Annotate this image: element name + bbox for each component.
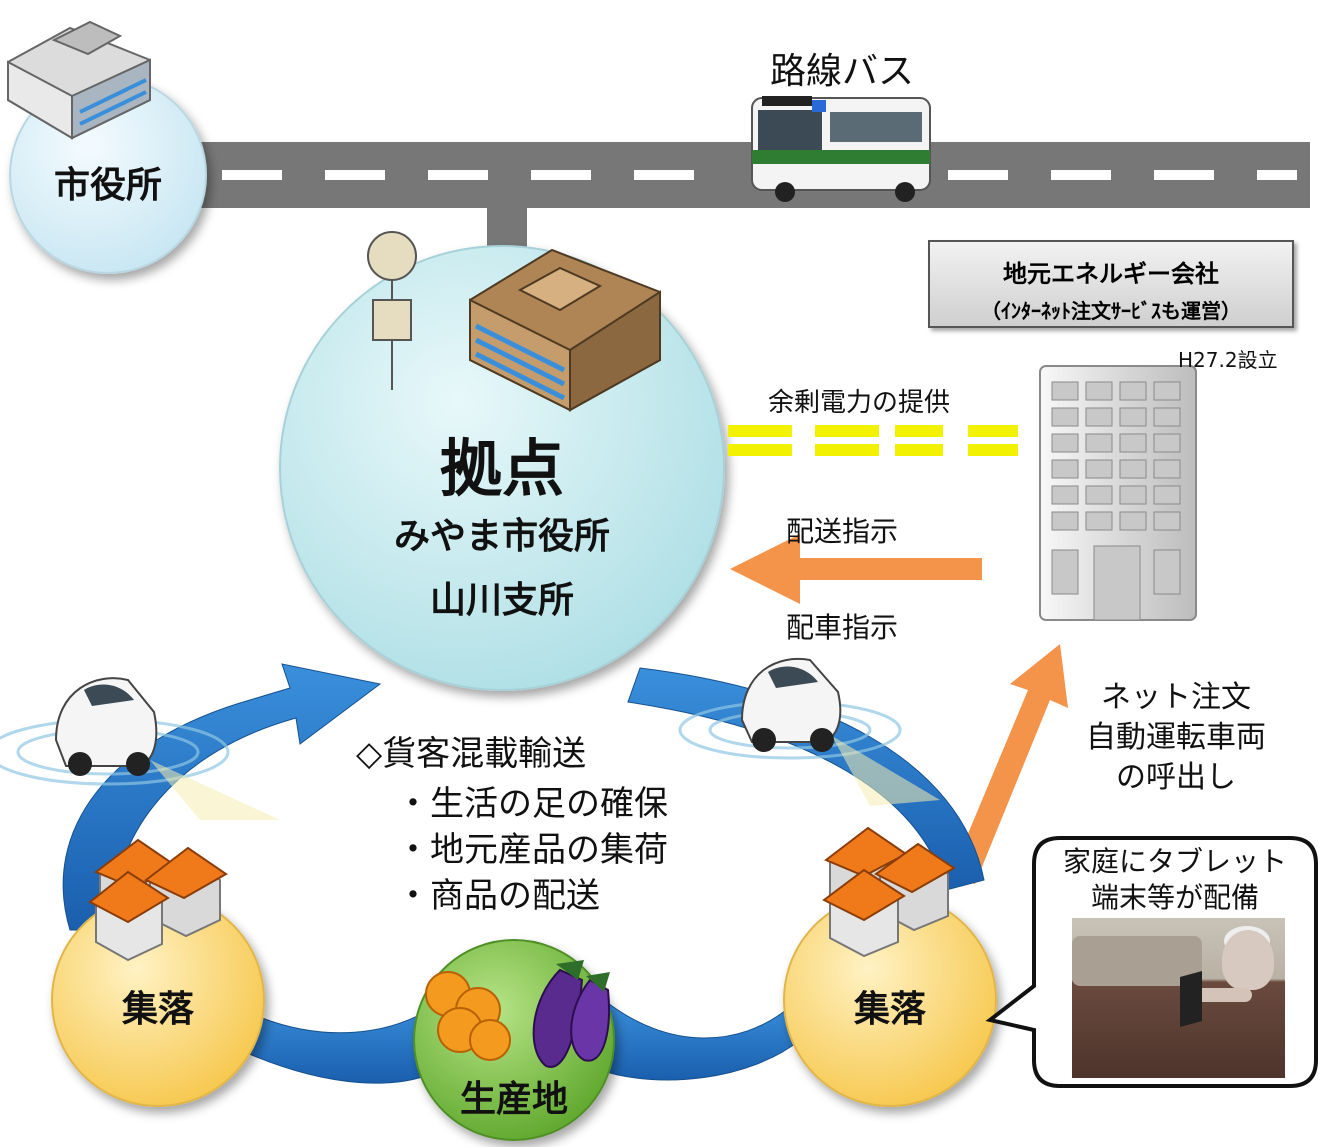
- tablet-bubble-line2: 端末等が配備: [1090, 881, 1259, 914]
- village-right-label: 集落: [853, 989, 926, 1030]
- delivery-arrow: [730, 534, 982, 604]
- tablet-device-icon: [1180, 971, 1202, 1027]
- hub-title: 拠点: [439, 432, 564, 505]
- autonomous-car-left-icon: [0, 677, 280, 820]
- person-shape: [1222, 930, 1274, 990]
- surplus-power-line: [728, 425, 1018, 456]
- established-label: H27.2設立: [1178, 348, 1278, 372]
- net-order-line3: の呼出し: [1116, 760, 1236, 795]
- services-heading: ◇貨客混載輸送: [356, 734, 587, 774]
- net-order-text: ネット注文 自動運転車両 の呼出し: [1066, 678, 1286, 798]
- service-item-3: ・商品の配送: [396, 876, 600, 916]
- tablet-bubble-line1: 家庭にタブレット: [1062, 845, 1287, 878]
- net-order-line2: 自動運転車両: [1086, 720, 1266, 755]
- citrus-icon: [425, 971, 511, 1061]
- service-item-1: ・生活の足の確保: [396, 784, 668, 824]
- net-order-arrow: [952, 644, 1068, 884]
- office-building-icon: [1039, 365, 1197, 621]
- energy-company-name: 地元エネルギー会社: [1003, 260, 1219, 288]
- city-hall-building-icon: [7, 20, 151, 140]
- village-left-label: 集落: [121, 989, 194, 1030]
- arm-shape: [1192, 988, 1252, 1002]
- houses-left-icon: [88, 838, 228, 962]
- hub-name-line1: みやま市役所: [393, 516, 610, 557]
- net-order-line1: ネット注文: [1101, 680, 1251, 715]
- hub-building-icon: [469, 248, 661, 412]
- charging-pole-icon: [367, 231, 417, 390]
- production-label: 生産地: [459, 1079, 568, 1120]
- bus-icon: [751, 96, 931, 202]
- eggplant-icon: [532, 960, 610, 1068]
- energy-company-box: 地元エネルギー会社 （ｲﾝﾀｰﾈｯﾄ注文ｻｰﾋﾞｽも運営）: [928, 240, 1294, 328]
- autonomous-car-right-icon: [678, 657, 940, 806]
- energy-company-note: （ｲﾝﾀｰﾈｯﾄ注文ｻｰﾋﾞｽも運営）: [981, 299, 1241, 323]
- surplus-power-label: 余剰電力の提供: [768, 388, 951, 418]
- city-hall-label: 市役所: [53, 165, 162, 206]
- houses-right-icon: [822, 826, 956, 958]
- bus-route-label: 路線バス: [770, 51, 915, 92]
- service-item-2: ・地元産品の集荷: [396, 830, 668, 870]
- hub-name-line2: 山川支所: [429, 580, 574, 621]
- delivery-instruction-label: 配送指示: [786, 515, 899, 548]
- dispatch-instruction-label: 配車指示: [786, 611, 899, 644]
- tablet-bubble-text: 家庭にタブレット 端末等が配備: [1040, 844, 1310, 916]
- tablet-user-photo: [1072, 918, 1285, 1078]
